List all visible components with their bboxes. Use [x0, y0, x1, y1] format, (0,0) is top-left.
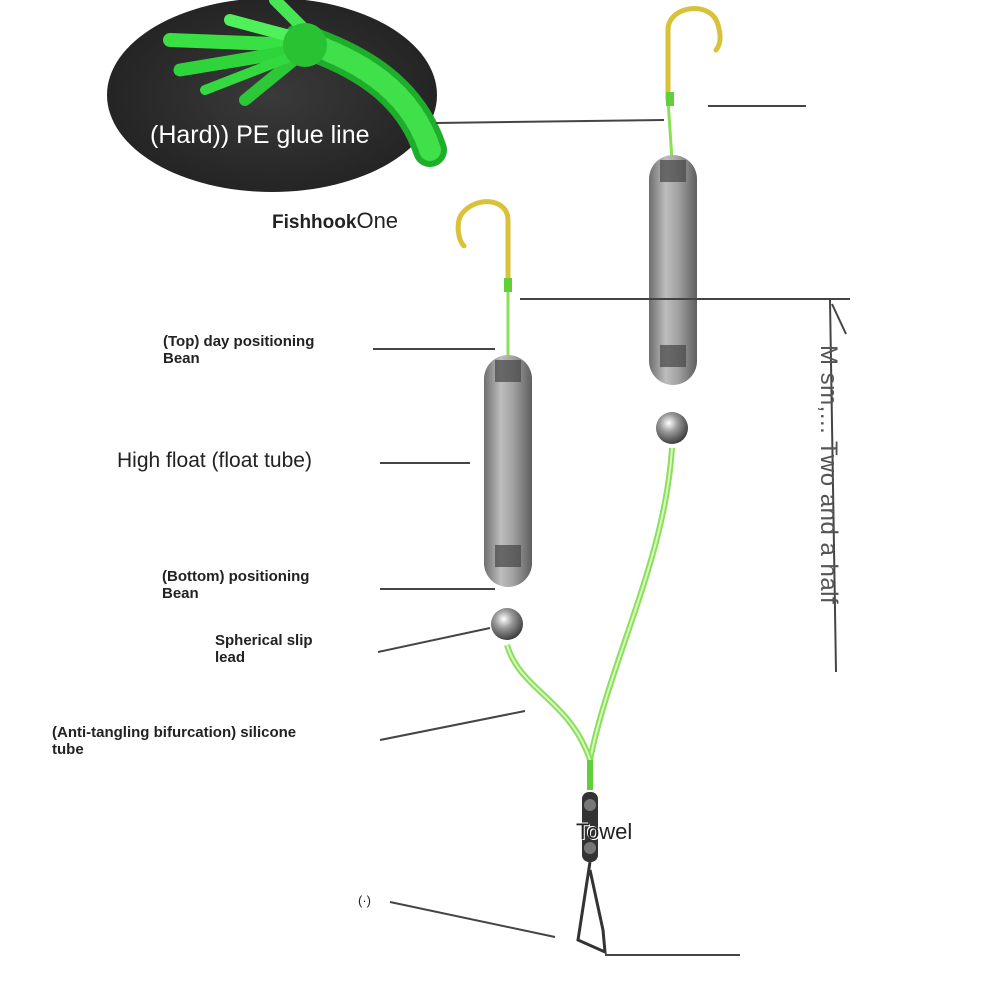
silicone-tube-label-line1: (Anti-tangling bifurcation) silicone — [52, 724, 297, 741]
clip-label: (·) — [358, 893, 371, 908]
rig-right — [587, 6, 723, 761]
pe-line-label: (Hard)) PE glue line — [150, 121, 370, 149]
float-tube-left — [484, 355, 532, 587]
silicone-tube-label-line2: tube — [52, 741, 84, 758]
hook-icon — [665, 6, 723, 103]
towel-label: Towel — [576, 819, 633, 844]
bottom-bean-label: (Bottom) positioning Bean — [162, 568, 309, 602]
slip-lead-label-line2: lead — [215, 649, 246, 666]
pe-line-inset — [107, 0, 447, 192]
fishhook-label-group: FishhookOne — [272, 210, 398, 233]
bottom-bean-label-line1: (Bottom) positioning — [162, 568, 310, 585]
length-note: M sm,... Two and a half — [815, 345, 842, 605]
swivel-snap — [576, 760, 607, 955]
float-tube-right — [649, 155, 697, 385]
rig-left — [455, 199, 593, 761]
slip-lead-left — [491, 608, 523, 640]
slip-lead-label: Spherical slip lead — [215, 632, 313, 666]
fishhook-number-label: One — [356, 208, 399, 233]
high-float-label: High float (float tube) — [117, 449, 312, 472]
snap-icon — [576, 861, 607, 955]
silicone-tube-label: (Anti-tangling bifurcation) silicone tub… — [52, 724, 296, 758]
top-bean-label: (Top) day positioning Bean — [163, 333, 314, 367]
leader-lines — [373, 105, 850, 956]
hook-icon — [455, 199, 511, 283]
braid-icon — [163, 0, 447, 167]
slip-lead-label-line1: Spherical slip — [215, 632, 313, 649]
slip-lead-right — [656, 412, 688, 444]
silicone-tube-left — [504, 644, 593, 761]
top-bean-label-line2: Bean — [163, 350, 200, 367]
bottom-bean-label-line2: Bean — [162, 585, 199, 602]
top-bean-label-line1: (Top) day positioning — [163, 333, 315, 350]
fishhook-label: Fishhook — [272, 212, 357, 233]
